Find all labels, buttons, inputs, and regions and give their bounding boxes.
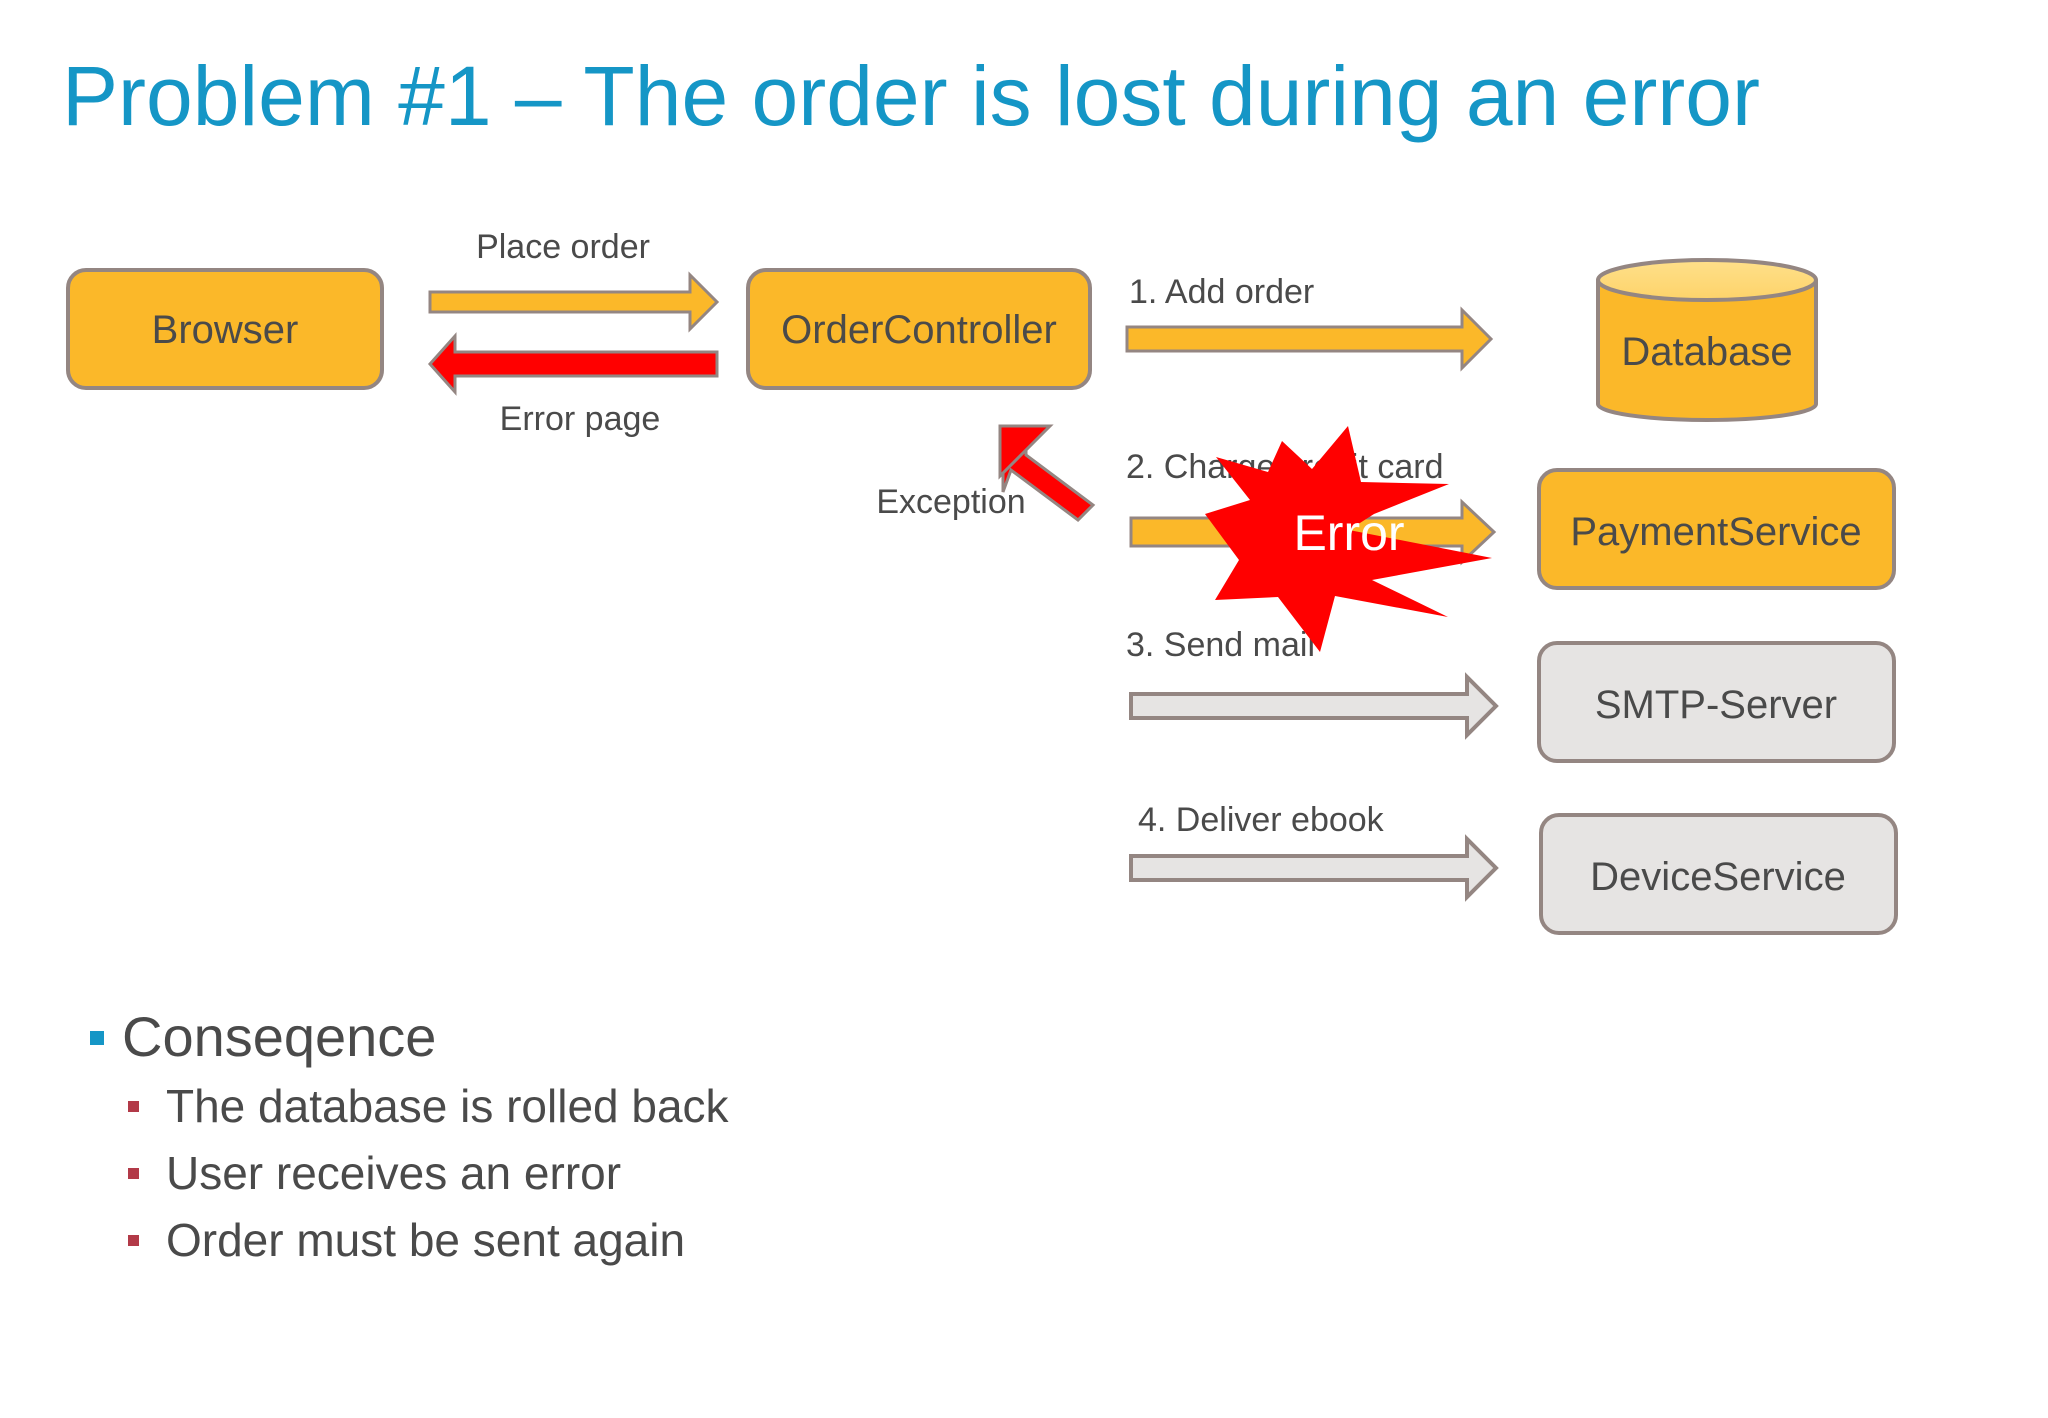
bullet-square-icon — [90, 1031, 104, 1045]
exception-label: Exception — [876, 483, 1025, 521]
send-mail-arrow: 3. Send mail — [1126, 626, 1499, 740]
add-order-arrow: 1. Add order — [1125, 273, 1494, 372]
slide-title: Problem #1 – The order is lost during an… — [62, 49, 1760, 143]
order-controller-label: OrderController — [781, 308, 1057, 352]
order-controller-node: OrderController — [746, 268, 1092, 390]
bullet-square-icon — [128, 1168, 139, 1179]
exception-arrow: Exception — [876, 424, 1096, 522]
error-page-label: Error page — [500, 400, 661, 438]
database-node: Database — [1596, 258, 1818, 422]
consequence-list: Conseqence The database is rolled back U… — [90, 1000, 729, 1273]
bullet-square-icon — [128, 1101, 139, 1112]
bullet-square-icon — [128, 1235, 139, 1246]
smtp-server-node: SMTP-Server — [1537, 641, 1896, 763]
consequence-heading-row: Conseqence — [90, 1000, 729, 1072]
deliver-ebook-arrow: 4. Deliver ebook — [1129, 801, 1499, 902]
send-mail-label: 3. Send mail — [1126, 626, 1315, 664]
add-order-label: 1. Add order — [1129, 273, 1314, 311]
list-item: User receives an error — [128, 1139, 729, 1206]
error-burst-label: Error — [1293, 505, 1404, 561]
place-order-arrow: Place order — [428, 228, 720, 333]
database-label: Database — [1621, 330, 1792, 374]
payment-service-node: PaymentService — [1537, 468, 1896, 590]
smtp-server-label: SMTP-Server — [1595, 683, 1837, 727]
deliver-ebook-label: 4. Deliver ebook — [1138, 801, 1385, 839]
list-item: Order must be sent again — [128, 1206, 729, 1273]
list-item-text: Order must be sent again — [166, 1213, 686, 1266]
error-burst: Error — [1205, 426, 1492, 652]
payment-service-label: PaymentService — [1570, 510, 1861, 554]
place-order-label: Place order — [476, 228, 650, 266]
list-item-text: User receives an error — [166, 1146, 622, 1199]
device-service-node: DeviceService — [1539, 813, 1898, 935]
list-item: The database is rolled back — [128, 1072, 729, 1139]
browser-node: Browser — [66, 268, 384, 390]
device-service-label: DeviceService — [1590, 855, 1846, 899]
error-page-arrow: Error page — [427, 332, 719, 438]
list-item-text: The database is rolled back — [166, 1079, 729, 1132]
browser-label: Browser — [152, 308, 299, 352]
consequence-heading: Conseqence — [122, 1004, 437, 1068]
